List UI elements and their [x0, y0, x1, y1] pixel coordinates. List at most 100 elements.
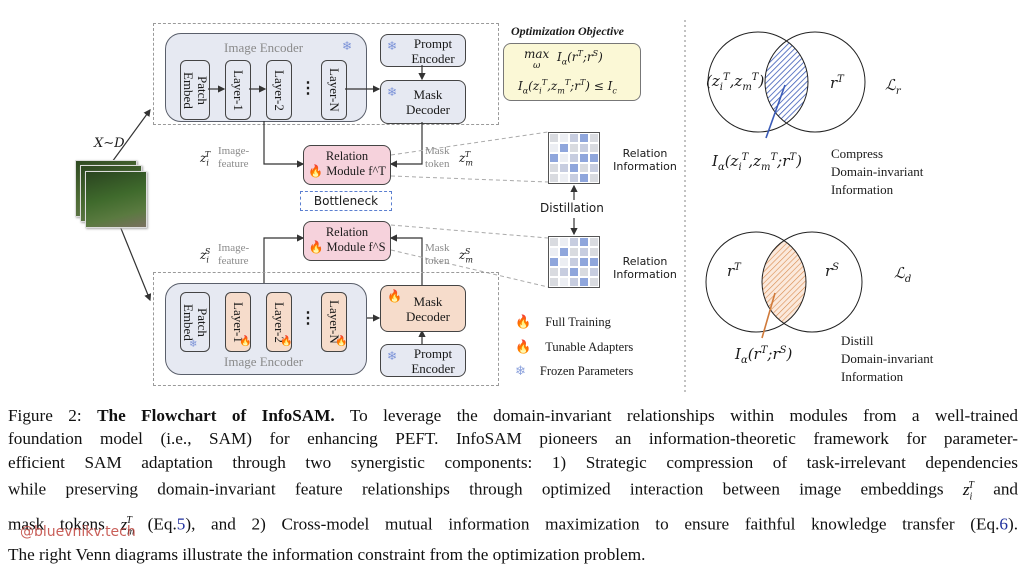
student-layer-2: Layer-2 [266, 292, 292, 352]
venn-top-left-label: (ziT,zmT) [706, 72, 765, 93]
relation-cell [559, 133, 569, 143]
fire-icon: 🔥 [515, 314, 532, 329]
relation-cell [589, 173, 599, 183]
ellipsis: ⋮ [300, 80, 316, 97]
relation-cell [549, 133, 559, 143]
legend-item: 🔥 Tunable Adapters [515, 339, 634, 354]
relation-cell [549, 257, 559, 267]
student-mask-token-label: Mask token [425, 242, 450, 267]
relation-module-line2: 🔥 Module f^T [308, 164, 386, 178]
venn-top-right-circle [764, 31, 866, 133]
teacher-prompt-encoder: ❄ Prompt Encoder [380, 34, 466, 67]
snowflake-icon: ❄ [387, 349, 398, 363]
relation-cell [549, 277, 559, 287]
teacher-mask-token-label: Mask token [425, 145, 450, 170]
relation-cell [569, 133, 579, 143]
student-mask-token-symbol: zmS [459, 247, 473, 265]
relation-info-label-top: Relation Information [613, 147, 677, 173]
venn-bottom-description: Distill Domain-invariant Information [841, 333, 934, 384]
venn-bottom-right-circle [761, 231, 863, 333]
venn-bottom-left-circle [705, 231, 807, 333]
bottleneck-box: Bottleneck [300, 191, 392, 211]
relation-cell [559, 237, 569, 247]
venn-top-loss-label: ℒr [885, 76, 901, 97]
relation-cell [549, 143, 559, 153]
fire-icon: 🔥 [335, 336, 348, 347]
input-distribution-label: X∼D [94, 136, 125, 151]
relation-cell [559, 277, 569, 287]
objective-title: Optimization Objective [511, 24, 624, 38]
relation-cell [569, 143, 579, 153]
equation-link-6[interactable]: 6 [999, 514, 1008, 534]
teacher-image-feature-symbol: ziT [200, 150, 211, 168]
relation-cell [559, 267, 569, 277]
relation-cell [579, 163, 589, 173]
watermark: @bluevnikv.tech [20, 524, 136, 540]
venn-bottom-right-label: rS [825, 262, 840, 280]
venn-top-right-label: rT [830, 74, 844, 92]
venn-bottom-loss-label: ℒd [894, 264, 912, 285]
relation-cell [569, 267, 579, 277]
relation-module-line2: 🔥 Module f^S [308, 240, 386, 254]
student-frame [153, 272, 499, 386]
relation-cell [579, 237, 589, 247]
figure-caption: Figure 2: The Flowchart of InfoSAM. To l… [8, 404, 1018, 567]
relation-cell [569, 257, 579, 267]
relation-cell [559, 163, 569, 173]
venn-bottom-intersection-label: Iα(rT;rS) [735, 345, 793, 366]
relation-cell [549, 237, 559, 247]
relation-cell [589, 257, 599, 267]
fire-icon: 🔥 [308, 164, 324, 178]
relation-cell [549, 153, 559, 163]
relation-cell [589, 143, 599, 153]
caption-line: efficient SAM adaptation through two syn… [8, 452, 1018, 472]
relation-cell [579, 133, 589, 143]
fire-icon: 🔥 [239, 336, 252, 347]
relation-cell [589, 247, 599, 257]
relation-cell [549, 173, 559, 183]
venn-top-intersection [765, 32, 808, 132]
relation-cell [549, 267, 559, 277]
teacher-frame [153, 23, 499, 125]
relation-cell [569, 237, 579, 247]
relation-cell [579, 143, 589, 153]
legend-item: 🔥 Full Training [515, 314, 611, 329]
caption-line: while preserving domain-invariant featur… [8, 479, 1019, 503]
student-image-feature-label: Image-feature [218, 242, 250, 267]
venn-top-description: Compress Domain-invariant Information [831, 146, 924, 197]
relation-cell [589, 267, 599, 277]
snowflake-icon: ❄ [387, 39, 398, 53]
relation-cell [579, 267, 589, 277]
fire-icon: 🔥 [387, 289, 402, 303]
relation-cell [579, 277, 589, 287]
relation-cell [579, 247, 589, 257]
student-image-feature-symbol: ziS [200, 247, 211, 265]
student-relation-module: Relation 🔥 Module f^S [303, 221, 391, 261]
teacher-relation-module: Relation 🔥 Module f^T [303, 145, 391, 185]
relation-cell [589, 133, 599, 143]
venn-top-left-circle [707, 31, 809, 133]
venn-top-intersection-label: Iα(ziT,zmT;rT) [712, 152, 802, 173]
relation-cell [569, 173, 579, 183]
relation-matrix-top [548, 132, 600, 184]
relation-cell [569, 277, 579, 287]
relation-cell [559, 153, 569, 163]
relation-cell [579, 257, 589, 267]
caption-line: foundation model (i.e., SAM) for enhanci… [8, 429, 1018, 449]
distillation-label: Distillation [540, 201, 604, 215]
equation-link-5[interactable]: 5 [176, 514, 186, 534]
relation-cell [569, 247, 579, 257]
caption-line: The right Venn diagrams illustrate the i… [8, 545, 646, 565]
teacher-patch-embed: Patch Embed [180, 60, 210, 120]
teacher-mask-token-symbol: zmT [459, 150, 473, 168]
fire-icon: 🔥 [308, 240, 324, 254]
relation-cell [579, 153, 589, 163]
input-image [85, 171, 147, 228]
student-layer-1: Layer-1 [225, 292, 251, 352]
relation-cell [549, 163, 559, 173]
student-prompt-encoder: ❄ Prompt Encoder [380, 344, 466, 377]
snowflake-icon: ❄ [342, 39, 353, 53]
relation-cell [559, 257, 569, 267]
